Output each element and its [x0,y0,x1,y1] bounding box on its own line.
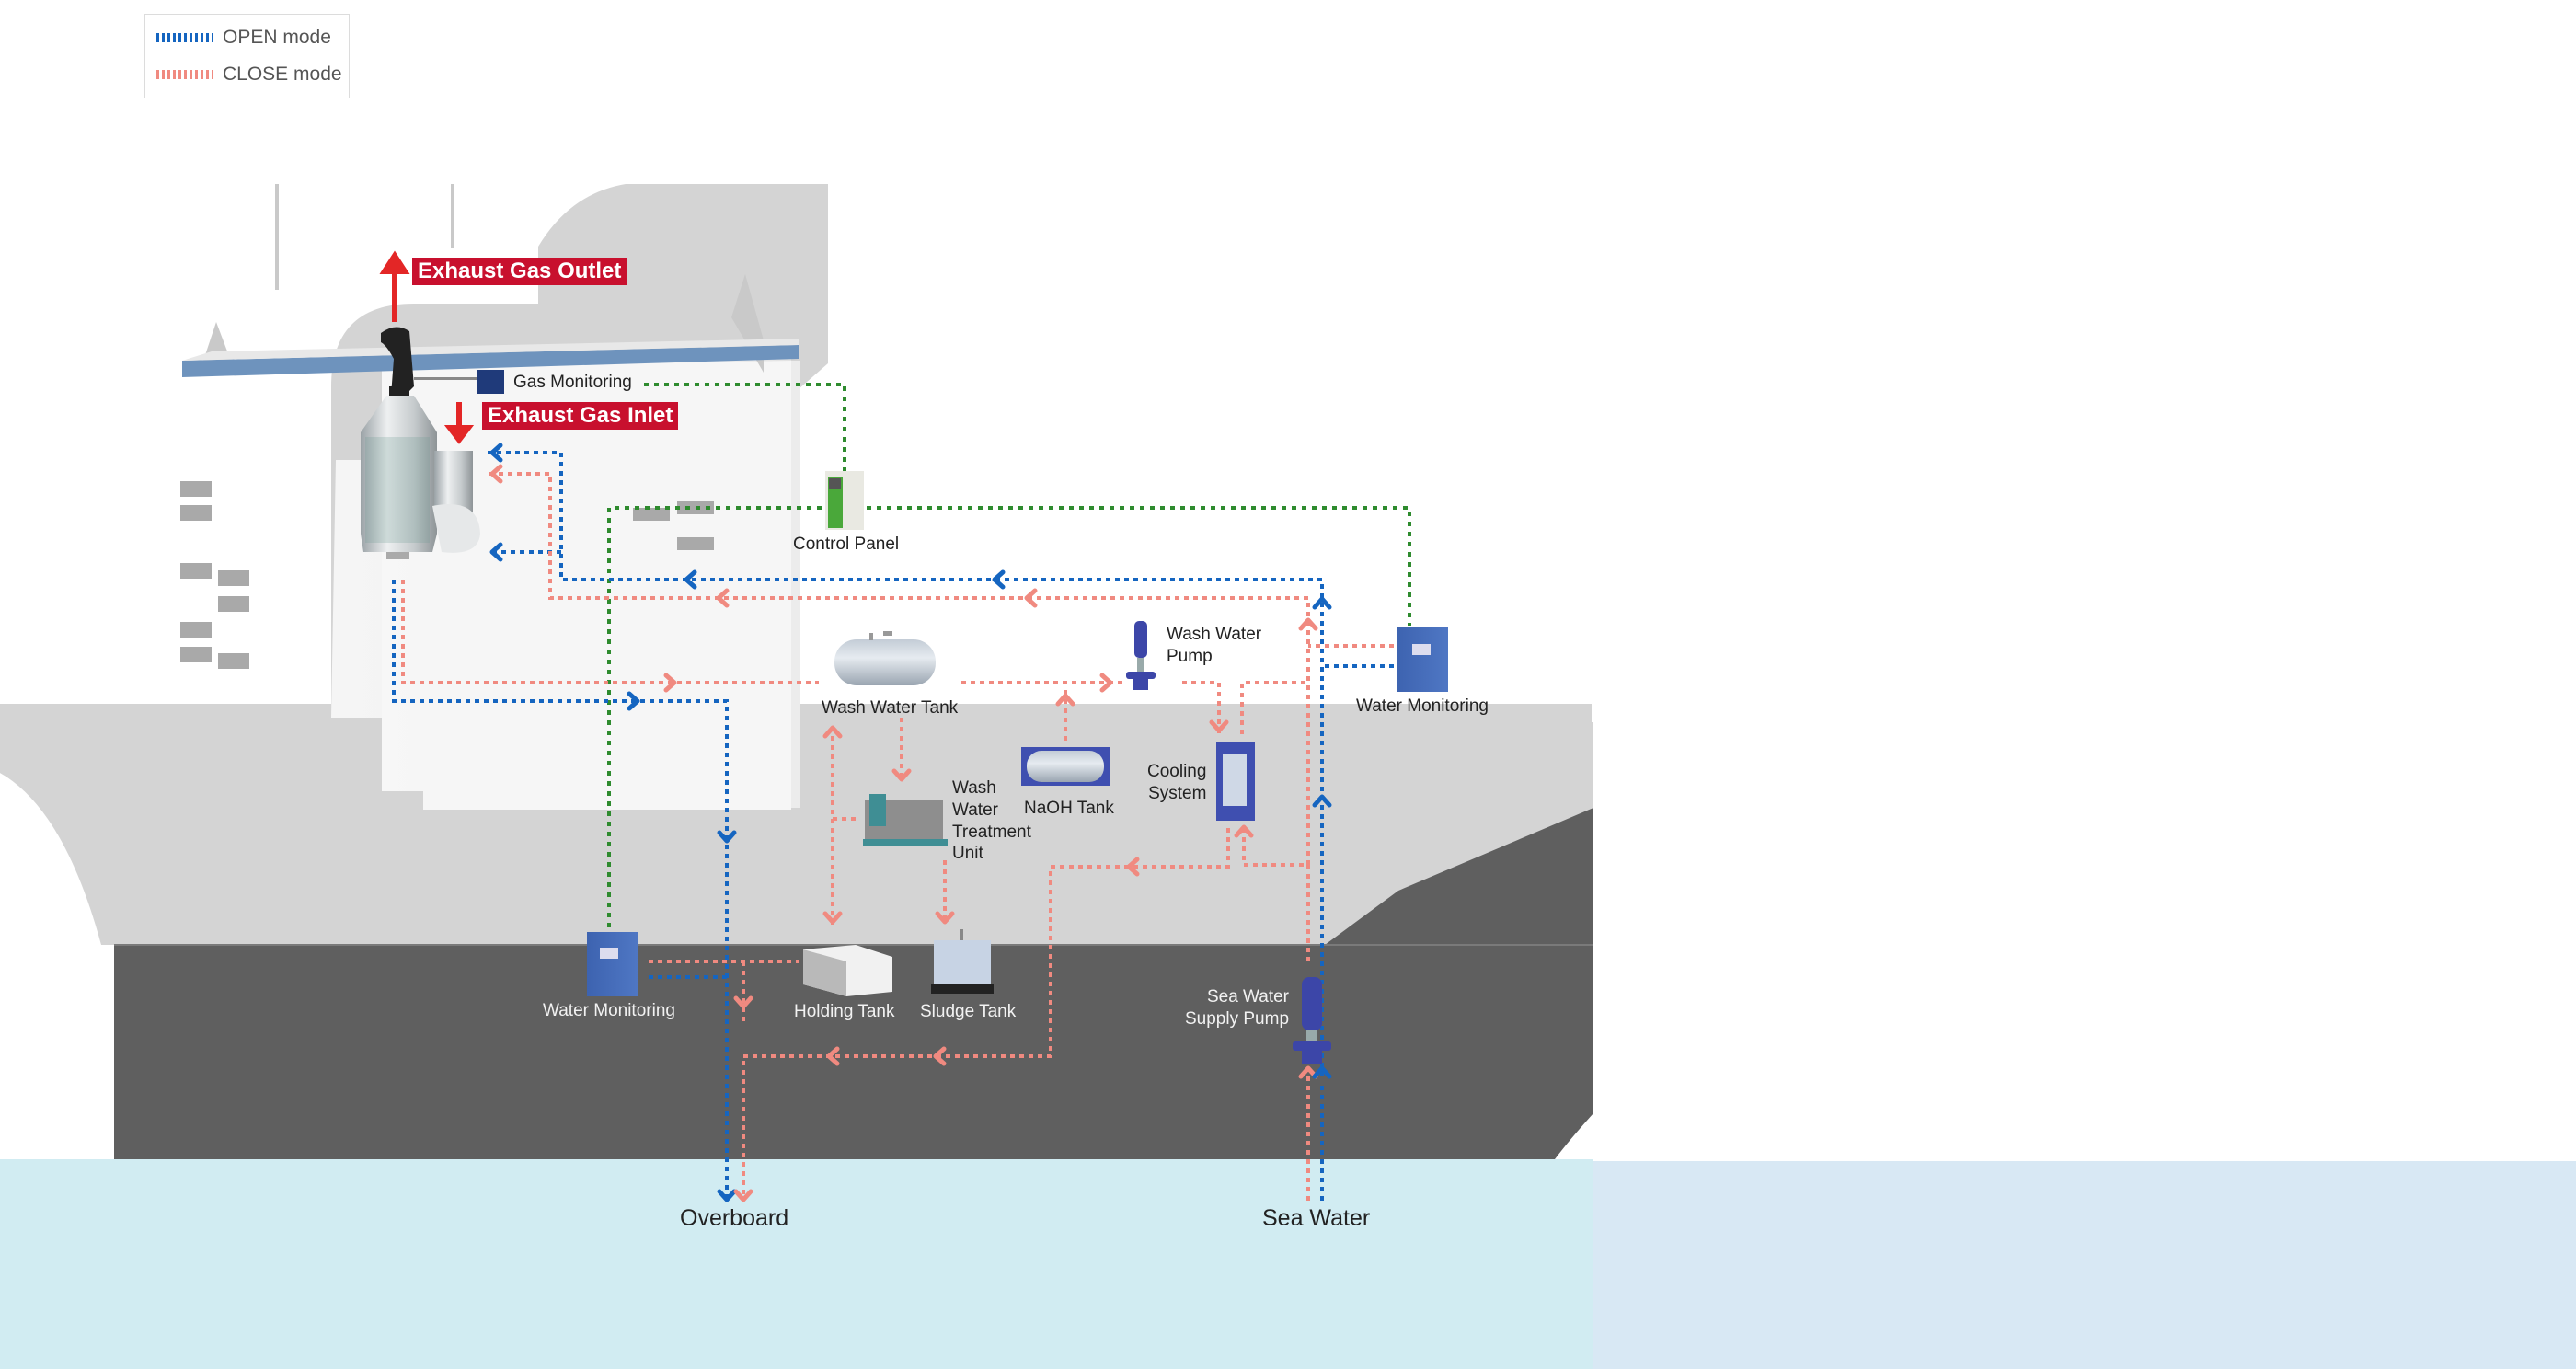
arrow-close-up [1055,693,1075,707]
wash-water-pump-icon [1126,621,1156,690]
holding-tank-icon [803,945,892,996]
sea-intake-lines [1306,1086,1324,1201]
sea-water-supply-pump-label: Sea Water Supply Pump [1185,986,1289,1030]
arrow-close-down [935,911,955,925]
arrow-close-down [822,911,843,925]
gas-monitoring-label: Gas Monitoring [513,373,632,392]
exhaust-arrows [379,250,475,444]
arrow-close-left [716,588,730,608]
arrow-close-up [1298,617,1318,631]
exhaust-gas-inlet-label: Exhaust Gas Inlet [482,402,679,430]
gas-monitoring-icon [414,370,504,394]
wwtu-label-line4: Unit [952,844,983,864]
arrow-open-down [717,1189,737,1202]
arrow-close-left [933,1046,947,1066]
exhaust-gas-outlet-label: Exhaust Gas Outlet [412,258,627,285]
cooling-system-label: Cooling System [1147,761,1206,805]
control-panel-label: Control Panel [793,535,900,554]
sludge-tank-icon [931,929,994,994]
open-mode-swatch-icon [156,33,213,42]
arrow-close-left [489,464,503,484]
water-monitoring-left-label: Water Monitoring [543,1001,675,1020]
ship-hull [0,184,2576,1369]
water-monitoring-right-label: Water Monitoring [1356,696,1489,716]
arrow-close-left [1024,588,1038,608]
cooling-system-label-line1: Cooling [1147,762,1207,781]
legend-label-close: CLOSE mode [223,63,342,85]
arrow-close-up [822,725,843,739]
arrow-close-up [1298,1065,1318,1079]
arrow-close-left [1126,857,1140,877]
holding-tank-label: Holding Tank [794,1002,895,1021]
sea-water-supply-pump-label-line2: Supply Pump [1185,1008,1290,1029]
sea-water-label: Sea Water [1262,1205,1371,1231]
control-panel-icon [825,471,864,530]
legend-item-open: OPEN mode [156,24,331,52]
sea-water-supply-pump-icon [1293,977,1331,1064]
wash-water-pump-label-line2: Pump [1167,646,1213,666]
arrow-close-down [891,768,912,782]
arrow-close-right [663,673,677,693]
arrow-open-up [1312,596,1332,610]
wwtu-label: Wash Water Treatment Unit [952,777,1031,865]
legend: OPEN mode CLOSE mode [144,14,350,98]
wwtu-label-line1: Wash [952,778,996,798]
arrow-open-right [627,691,640,711]
wash-water-tank-label: Wash Water Tank [822,698,959,718]
sea-water-supply-pump-label-line1: Sea Water [1206,987,1290,1007]
close-mode-lines [401,472,1394,1201]
wwtu-label-line3: Treatment [952,822,1031,842]
control-line-left-monitor [607,506,822,929]
control-line-right-monitor [867,506,1411,626]
wash-water-treatment-unit-icon [863,794,948,846]
arrow-open-left [684,569,697,590]
wash-water-pump-label: Wash Water Pump [1167,624,1261,668]
arrow-close-up [1234,824,1254,838]
legend-label-open: OPEN mode [223,27,331,48]
cooling-system-label-line2: System [1148,783,1207,803]
wash-water-tank-icon [834,631,936,685]
exhaust-outlet-arrow-icon [379,250,410,322]
arrow-open-down [717,830,737,844]
overboard-label: Overboard [680,1205,789,1231]
close-mode-swatch-icon [156,70,213,79]
water-monitoring-left-icon [587,932,638,996]
arrow-open-left [489,542,503,562]
wwtu-label-line2: Water [952,800,998,820]
legend-item-close: CLOSE mode [156,61,342,88]
control-lines [607,383,1411,929]
naoh-tank-icon [1021,747,1110,786]
arrow-close-down [733,995,753,1009]
arrow-close-down [1209,719,1229,733]
arrow-close-right [1099,673,1113,693]
arrow-close-down [733,1189,753,1202]
scrubber-unit-icon [361,327,480,559]
arrow-open-up [1312,794,1332,808]
arrow-open-left [489,443,503,463]
arrow-close-left [826,1046,840,1066]
water-monitoring-right-icon [1397,627,1448,692]
exhaust-inlet-arrow-icon [443,402,475,444]
arrow-open-up [1312,1065,1332,1079]
flow-arrows [489,443,1332,1202]
naoh-tank-label: NaOH Tank [1024,799,1114,818]
sludge-tank-label: Sludge Tank [920,1002,1017,1021]
arrow-open-left [992,569,1006,590]
wash-water-pump-label-line1: Wash Water [1167,625,1262,644]
cooling-system-icon [1216,742,1255,821]
